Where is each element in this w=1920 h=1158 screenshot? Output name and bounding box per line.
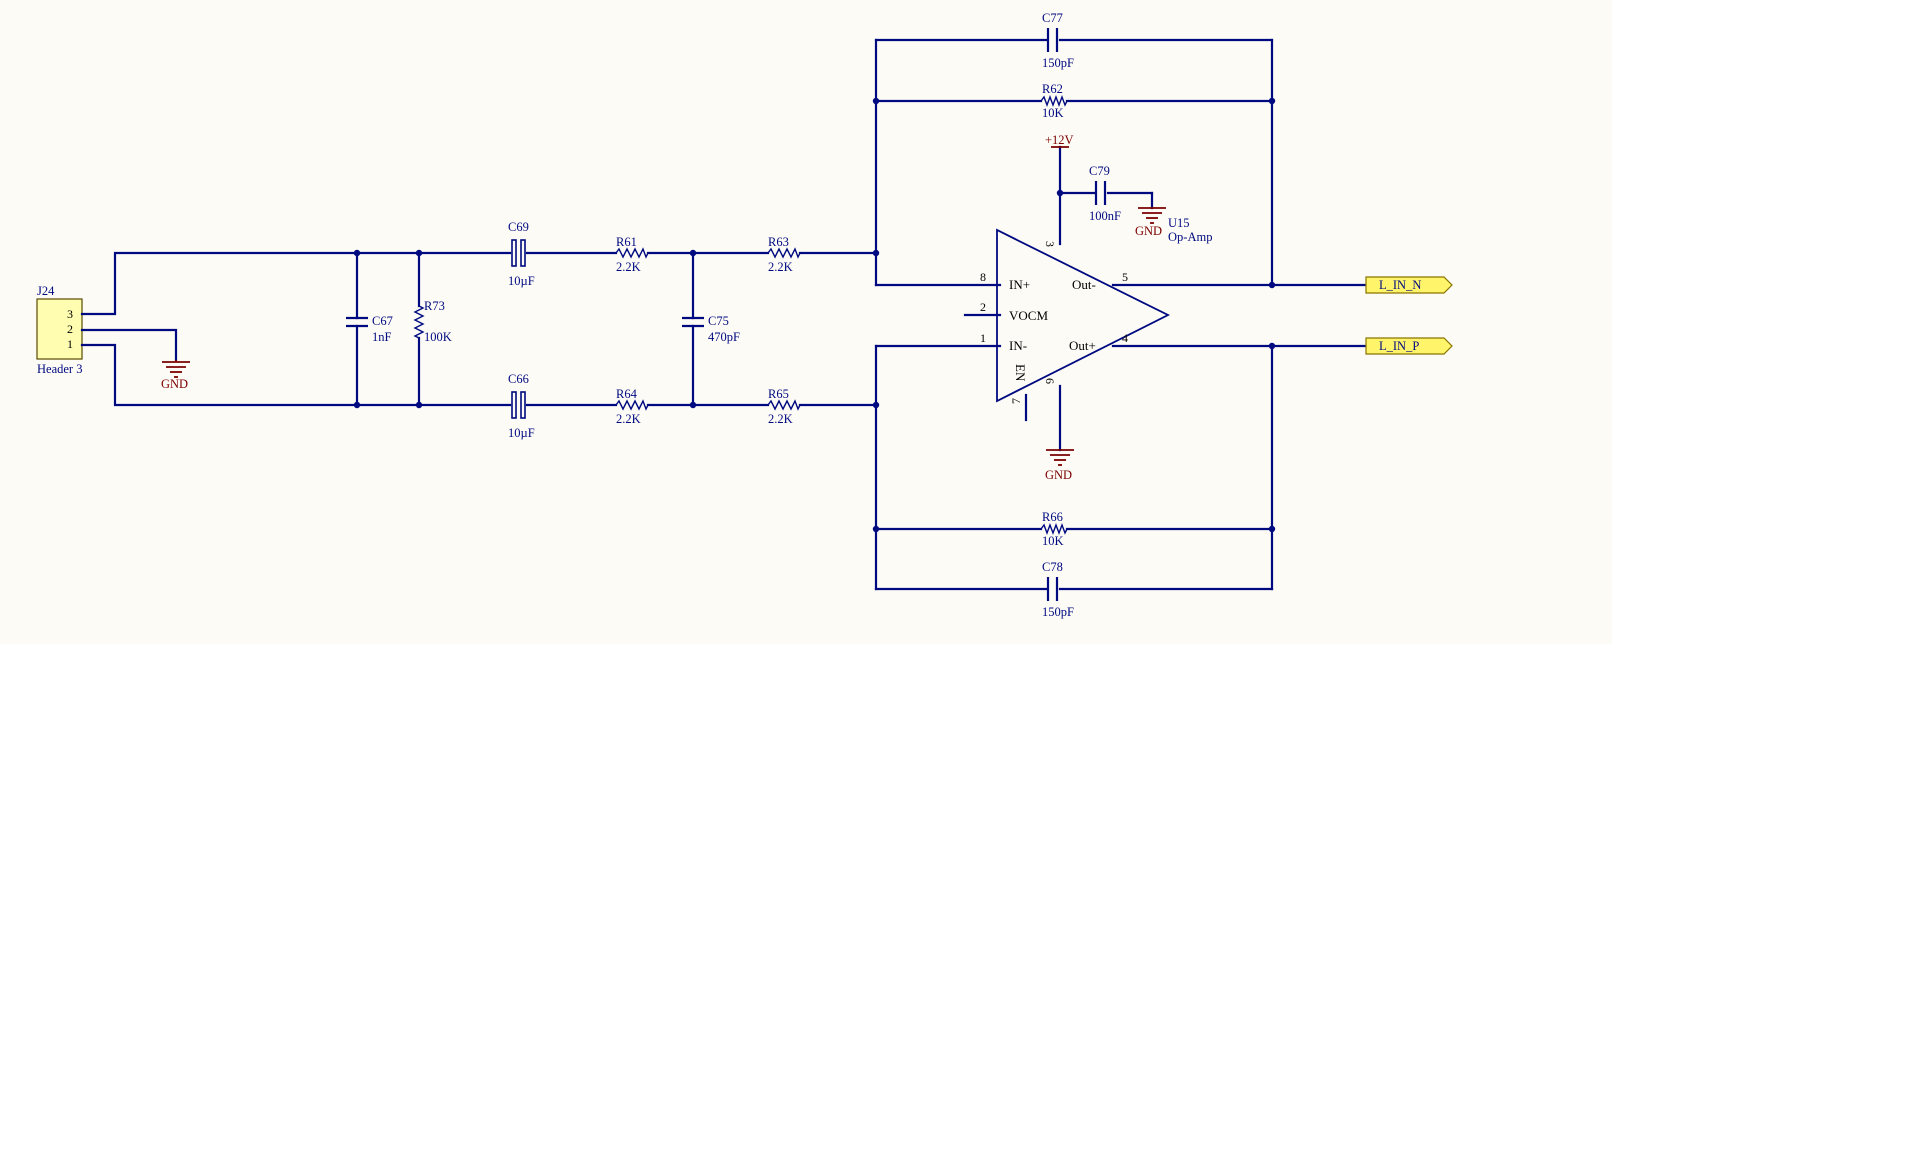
pin-number-8: 8 bbox=[980, 270, 986, 284]
pin-name-in-plus: IN+ bbox=[1009, 277, 1030, 292]
junction bbox=[689, 401, 697, 409]
pin-name-out-minus: Out- bbox=[1072, 277, 1096, 292]
port-l-in-p[interactable]: L_IN_P bbox=[1365, 337, 1453, 355]
resistor-r62[interactable]: R62 10K bbox=[1040, 82, 1068, 120]
resistor-r64[interactable]: R64 2.2K bbox=[615, 387, 649, 426]
r62-ref: R62 bbox=[1042, 82, 1063, 96]
c69-ref: C69 bbox=[508, 220, 529, 234]
port-label-l-in-n: L_IN_N bbox=[1379, 278, 1421, 292]
junction bbox=[415, 249, 423, 257]
junction bbox=[1056, 189, 1064, 197]
junction bbox=[872, 525, 880, 533]
gnd-symbol-opamp: GND bbox=[1045, 449, 1074, 482]
c69-value: 10µF bbox=[508, 274, 535, 288]
r63-value: 2.2K bbox=[768, 260, 793, 274]
c67-ref: C67 bbox=[372, 314, 393, 328]
pin-number-7: 7 bbox=[1009, 398, 1023, 404]
junction bbox=[872, 97, 880, 105]
c67-value: 1nF bbox=[372, 330, 392, 344]
c66-value: 10µF bbox=[508, 426, 535, 440]
wires bbox=[80, 38, 1368, 591]
supply-label: +12V bbox=[1045, 133, 1074, 147]
pin-number-5: 5 bbox=[1122, 270, 1128, 284]
power-12v: +12V bbox=[1045, 133, 1074, 148]
j24-ref: J24 bbox=[37, 284, 55, 298]
resistor-r61[interactable]: R61 2.2K bbox=[615, 235, 649, 274]
capacitor-c77[interactable]: C77 150pF bbox=[1042, 11, 1074, 70]
c79-ref: C79 bbox=[1089, 164, 1110, 178]
u15-value: Op-Amp bbox=[1168, 230, 1212, 244]
junction bbox=[1268, 342, 1276, 350]
resistor-r66[interactable]: R66 10K bbox=[1040, 510, 1068, 548]
junction bbox=[1268, 281, 1276, 289]
connector-j24[interactable]: J24 Header 3 3 2 1 bbox=[36, 284, 83, 376]
capacitor-c67[interactable]: C67 1nF bbox=[346, 314, 393, 344]
r64-ref: R64 bbox=[616, 387, 638, 401]
junction bbox=[353, 401, 361, 409]
r62-value: 10K bbox=[1042, 106, 1064, 120]
schematic-sheet bbox=[0, 0, 1612, 644]
r63-ref: R63 bbox=[768, 235, 789, 249]
r65-value: 2.2K bbox=[768, 412, 793, 426]
j24-pin-3: 3 bbox=[67, 307, 73, 321]
opamp-triangle bbox=[996, 228, 1171, 403]
junction bbox=[415, 401, 423, 409]
junction bbox=[1268, 525, 1276, 533]
r65-ref: R65 bbox=[768, 387, 789, 401]
resistor-r65[interactable]: R65 2.2K bbox=[767, 387, 801, 426]
capacitor-c75[interactable]: C75 470pF bbox=[682, 314, 740, 344]
c75-value: 470pF bbox=[708, 330, 740, 344]
pin-number-3: 3 bbox=[1043, 241, 1057, 247]
r66-ref: R66 bbox=[1042, 510, 1063, 524]
junctions bbox=[353, 97, 1276, 533]
capacitor-c66[interactable]: C66 10µF bbox=[508, 372, 535, 440]
gnd-label: GND bbox=[1045, 468, 1072, 482]
header-body bbox=[36, 298, 83, 360]
gnd-symbol-j24: GND bbox=[161, 360, 190, 391]
pin-name-en: EN bbox=[1013, 364, 1028, 382]
u15-ref: U15 bbox=[1168, 216, 1190, 230]
r73-ref: R73 bbox=[424, 299, 445, 313]
junction bbox=[1268, 97, 1276, 105]
j24-pin-1: 1 bbox=[67, 337, 73, 351]
gnd-label: GND bbox=[161, 377, 188, 391]
capacitor-c79[interactable]: C79 100nF bbox=[1089, 164, 1121, 223]
pin-number-2: 2 bbox=[980, 300, 986, 314]
port-l-in-n[interactable]: L_IN_N bbox=[1365, 276, 1453, 294]
j24-value: Header 3 bbox=[37, 362, 82, 376]
junction bbox=[353, 249, 361, 257]
resistor-r63[interactable]: R63 2.2K bbox=[767, 235, 801, 274]
opamp-u15[interactable]: U15 Op-Amp 8 IN+ 2 VOCM 1 IN- 3 6 7 EN O… bbox=[980, 216, 1212, 404]
r66-value: 10K bbox=[1042, 534, 1064, 548]
r64-value: 2.2K bbox=[616, 412, 641, 426]
r61-value: 2.2K bbox=[616, 260, 641, 274]
pin-name-out-plus: Out+ bbox=[1069, 338, 1096, 353]
pin-name-in-minus: IN- bbox=[1009, 338, 1027, 353]
c78-value: 150pF bbox=[1042, 605, 1074, 619]
c79-value: 100nF bbox=[1089, 209, 1121, 223]
gnd-label: GND bbox=[1135, 224, 1162, 238]
junction bbox=[872, 401, 880, 409]
capacitor-c69[interactable]: C69 10µF bbox=[508, 220, 535, 288]
gnd-symbol-c79: GND bbox=[1135, 207, 1166, 238]
port-label-l-in-p: L_IN_P bbox=[1379, 339, 1419, 353]
j24-pin-2: 2 bbox=[67, 322, 73, 336]
c78-ref: C78 bbox=[1042, 560, 1063, 574]
c66-ref: C66 bbox=[508, 372, 529, 386]
pin-number-1: 1 bbox=[980, 331, 986, 345]
c75-ref: C75 bbox=[708, 314, 729, 328]
c77-value: 150pF bbox=[1042, 56, 1074, 70]
pin-number-6: 6 bbox=[1043, 378, 1057, 384]
resistor-r73[interactable]: R73 100K bbox=[413, 299, 452, 344]
junction bbox=[689, 249, 697, 257]
capacitor-c78[interactable]: C78 150pF bbox=[1042, 560, 1074, 619]
c77-ref: C77 bbox=[1042, 11, 1063, 25]
r61-ref: R61 bbox=[616, 235, 637, 249]
pin-name-vocm: VOCM bbox=[1009, 308, 1048, 323]
junction bbox=[872, 249, 880, 257]
pin-number-4: 4 bbox=[1122, 331, 1128, 345]
r73-value: 100K bbox=[424, 330, 452, 344]
